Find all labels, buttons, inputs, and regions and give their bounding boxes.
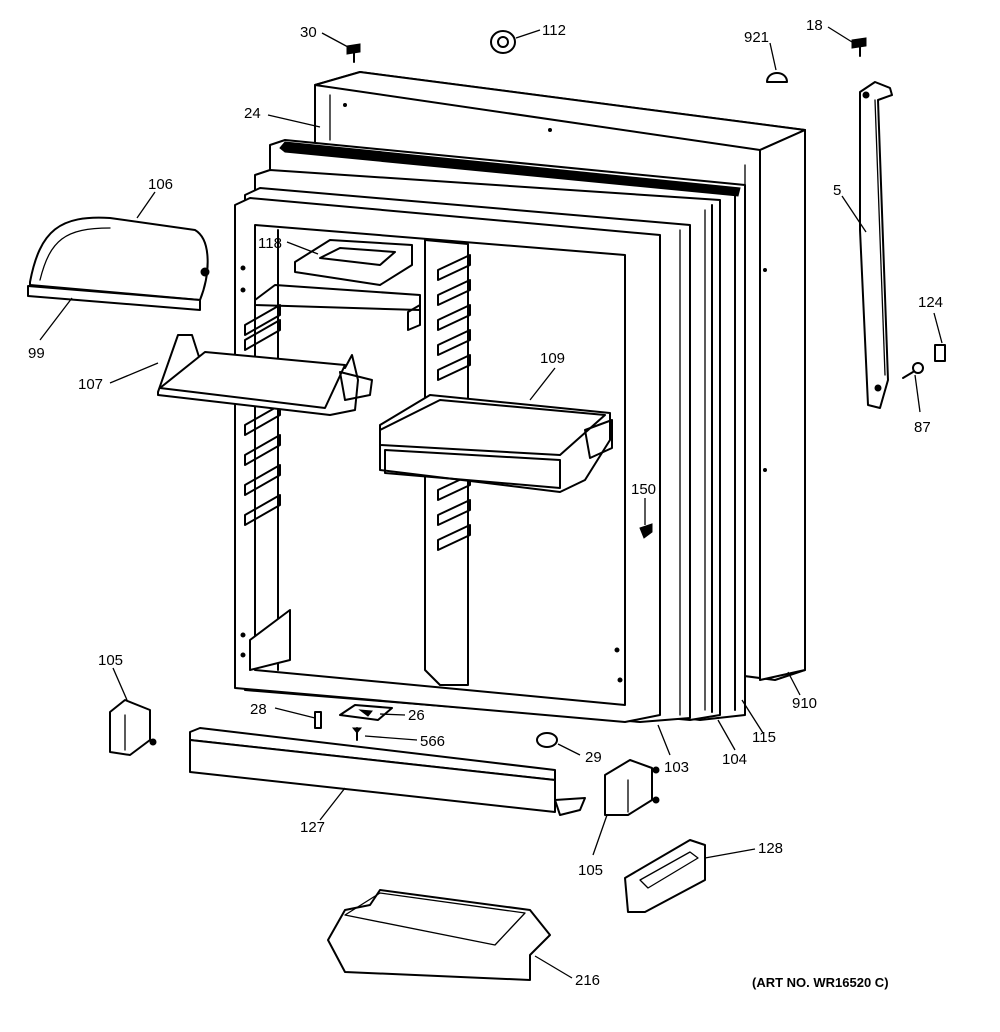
- callout-labels: 30 112 921 18 24 106 118 5 99 124 107 10…: [28, 17, 943, 989]
- callout-921: 921: [744, 29, 769, 46]
- plug-part-921: [766, 72, 788, 83]
- hinge-cover-part-105-right: [604, 759, 660, 816]
- callout-30: 30: [300, 24, 317, 41]
- screw-part-566: [351, 727, 363, 741]
- door-shelf-part-107: [157, 334, 373, 416]
- callout-112: 112: [542, 22, 566, 39]
- callout-124: 124: [918, 294, 943, 311]
- bottom-trim-part-127: [189, 727, 586, 816]
- callout-150: 150: [631, 481, 656, 498]
- callout-24: 24: [244, 105, 261, 122]
- callout-103: 103: [664, 759, 689, 776]
- callout-216: 216: [575, 972, 600, 989]
- callout-128: 128: [758, 840, 783, 857]
- callout-566: 566: [420, 733, 445, 750]
- callout-26: 26: [408, 707, 425, 724]
- screw-part-30: [346, 43, 361, 63]
- callout-106: 106: [148, 176, 173, 193]
- callout-28: 28: [250, 701, 267, 718]
- dairy-compartment-part-118: [294, 239, 413, 286]
- leader-lines: [39, 26, 943, 979]
- callout-109: 109: [540, 350, 565, 367]
- callout-127: 127: [300, 819, 325, 836]
- dairy-door-part-106: [29, 216, 210, 301]
- callout-5: 5: [833, 182, 841, 199]
- callout-18: 18: [806, 17, 823, 34]
- screw-part-28: [314, 711, 322, 729]
- callout-105-left: 105: [98, 652, 123, 669]
- screw-part-18: [851, 37, 867, 57]
- callout-99: 99: [28, 345, 45, 362]
- cover-part-124: [934, 344, 946, 362]
- bin-part-216: [327, 889, 551, 981]
- callout-29: 29: [585, 749, 602, 766]
- bracket-part-26: [339, 704, 393, 721]
- screw-part-87: [902, 362, 924, 379]
- hinge-cover-part-105-left: [109, 699, 157, 756]
- dairy-door-hinge-part-99: [27, 285, 201, 311]
- callout-87: 87: [914, 419, 931, 436]
- callout-910: 910: [792, 695, 817, 712]
- door-handle-part-5: [859, 81, 893, 409]
- callout-118: 118: [258, 235, 282, 252]
- door-bin-part-109: [379, 394, 613, 493]
- plug-part-29: [536, 732, 558, 748]
- callout-104: 104: [722, 751, 747, 768]
- art-number: (ART NO. WR16520 C): [752, 975, 889, 990]
- callout-105-right: 105: [578, 862, 603, 879]
- callout-107: 107: [78, 376, 103, 393]
- bin-part-128: [624, 839, 706, 913]
- plug-part-112: [490, 30, 516, 54]
- callout-115: 115: [752, 729, 776, 746]
- screw-part-150: [639, 523, 653, 539]
